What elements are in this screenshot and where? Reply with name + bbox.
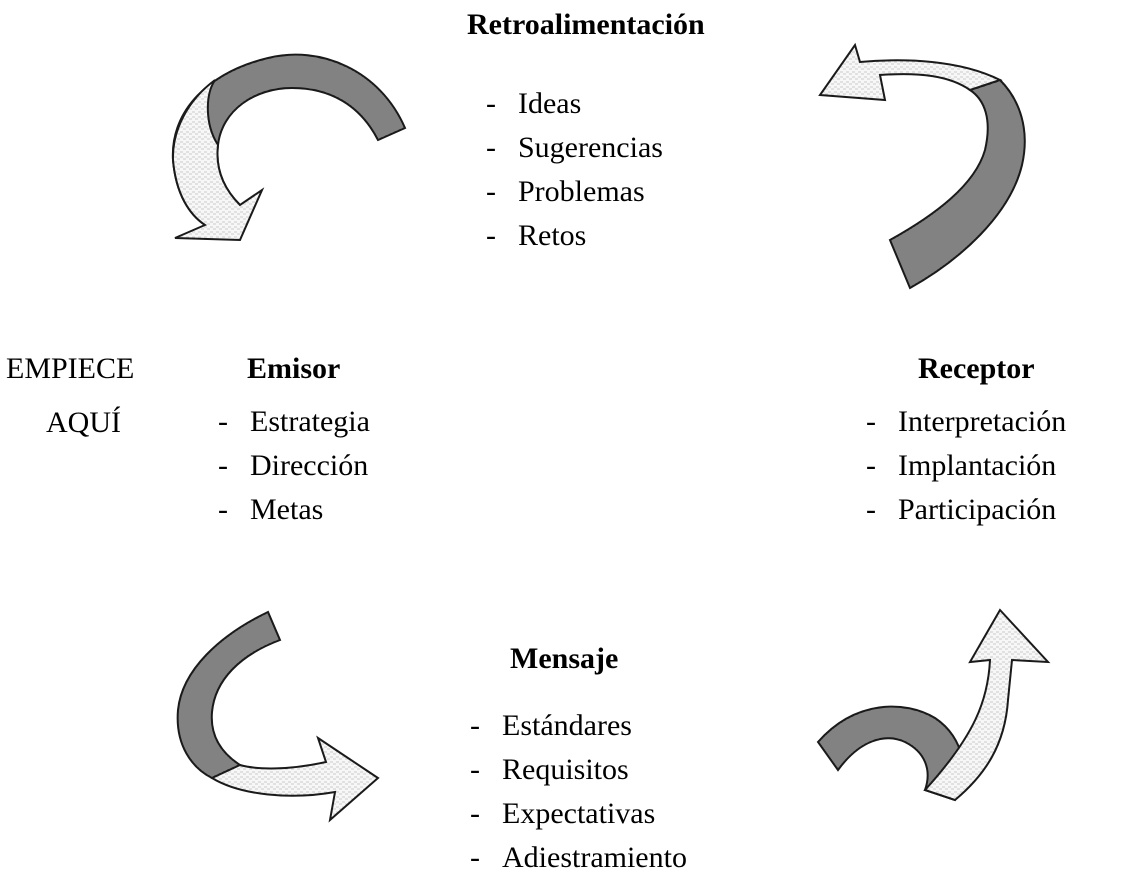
feedback-section: Retroalimentación [467,6,705,44]
list-item: -Participación [866,488,1066,532]
start-label-line2: AQUÍ [46,404,121,442]
curved-arrow-bottom-right-icon [818,610,1048,800]
list-item: -Retos [486,214,663,258]
receiver-title: Receptor [918,350,1035,388]
list-item: -Implantación [866,444,1066,488]
message-section: Mensaje [510,640,618,678]
sender-section: Emisor [247,350,340,388]
sender-title: Emisor [247,350,340,388]
list-item: -Estándares [470,704,687,748]
receiver-section: Receptor [918,350,1035,388]
list-item: -Dirección [218,444,370,488]
feedback-title: Retroalimentación [467,6,705,44]
list-item: -Interpretación [866,400,1066,444]
list-item: -Expectativas [470,792,687,836]
list-item: -Problemas [486,170,663,214]
receiver-list: -Interpretación -Implantación -Participa… [866,400,1066,532]
message-list: -Estándares -Requisitos -Expectativas -A… [470,704,687,880]
sender-list: -Estrategia -Dirección -Metas [218,400,370,532]
list-item: -Estrategia [218,400,370,444]
feedback-list: -Ideas -Sugerencias -Problemas -Retos [486,82,663,258]
list-item: -Ideas [486,82,663,126]
list-item: -Metas [218,488,370,532]
message-title: Mensaje [510,640,618,678]
curved-arrow-top-right-icon [820,45,1025,288]
list-item: -Sugerencias [486,126,663,170]
list-item: -Adiestramiento [470,836,687,880]
curved-arrow-bottom-left-icon [178,612,378,820]
start-label-line1: EMPIECE [6,350,134,388]
curved-arrow-top-left-icon [173,55,405,240]
list-item: -Requisitos [470,748,687,792]
